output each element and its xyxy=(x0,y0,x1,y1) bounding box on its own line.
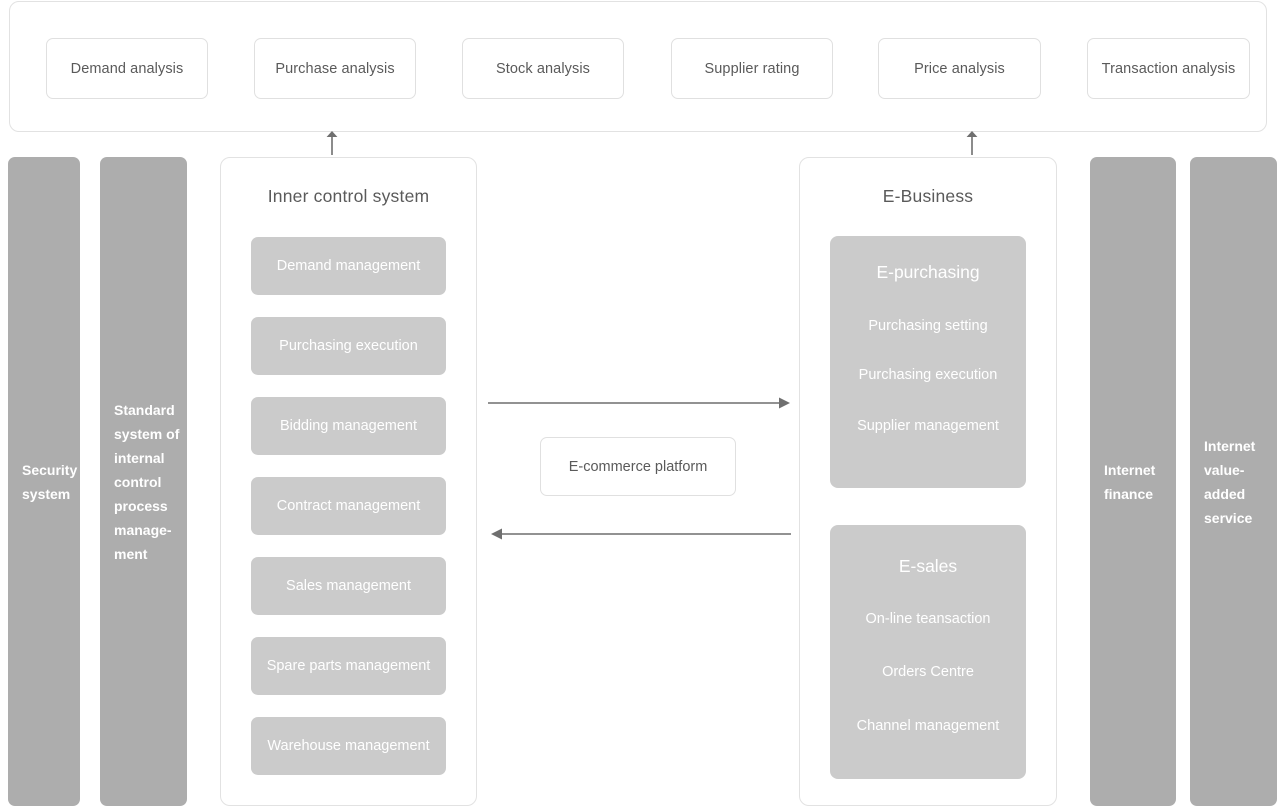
side-column-security-system[interactable]: Security system xyxy=(8,157,80,806)
chip-bidding-management[interactable]: Bidding management xyxy=(251,397,446,455)
chip-warehouse-management[interactable]: Warehouse management xyxy=(251,717,446,775)
arrow-up-ebusiness-to-analysis xyxy=(966,131,978,155)
side-column-label: Security system xyxy=(22,461,78,502)
chip-demand-management[interactable]: Demand management xyxy=(251,237,446,295)
group-item-online-transaction[interactable]: On-line teansaction xyxy=(865,611,991,627)
group-item-orders-centre[interactable]: Orders Centre xyxy=(882,664,974,680)
group-item-purchasing-execution[interactable]: Purchasing execution xyxy=(858,367,998,383)
chip-label: Demand management xyxy=(276,258,421,274)
analysis-box-purchase[interactable]: Purchase analysis xyxy=(254,38,416,99)
analysis-box-label: Purchase analysis xyxy=(275,60,395,77)
chip-label: Sales management xyxy=(286,578,411,594)
analysis-bar: Demand analysis Purchase analysis Stock … xyxy=(9,1,1267,132)
analysis-box-stock[interactable]: Stock analysis xyxy=(462,38,624,99)
chip-contract-management[interactable]: Contract management xyxy=(251,477,446,535)
side-column-standard-system[interactable]: Standard system of internal control proc… xyxy=(100,157,187,806)
group-item-channel-management[interactable]: Channel management xyxy=(856,718,1000,734)
panel-title-inner-control: Inner control system xyxy=(267,186,430,206)
chip-label: Warehouse management xyxy=(267,738,430,754)
chip-sales-management[interactable]: Sales management xyxy=(251,557,446,615)
chip-purchasing-execution[interactable]: Purchasing execution xyxy=(251,317,446,375)
analysis-box-demand[interactable]: Demand analysis xyxy=(46,38,208,99)
side-column-internet-finance[interactable]: Internet finance xyxy=(1090,157,1176,806)
arrow-left-to-inner-control xyxy=(491,528,791,540)
arrow-up-inner-control-to-analysis xyxy=(326,131,338,155)
chip-label: Purchasing execution xyxy=(279,338,418,354)
group-title-e-purchasing: E-purchasing xyxy=(876,262,980,282)
analysis-box-label: Demand analysis xyxy=(70,60,184,77)
analysis-box-label: Transaction analysis xyxy=(1101,60,1236,77)
e-commerce-platform-label: E-commerce platform xyxy=(568,458,708,475)
analysis-box-label: Stock analysis xyxy=(495,60,591,77)
arrow-right-to-ebusiness xyxy=(488,397,790,409)
side-column-label: Standard system of internal control proc… xyxy=(114,401,180,562)
side-column-label: Internet value-added service xyxy=(1204,437,1256,526)
group-title-e-sales: E-sales xyxy=(898,556,958,576)
analysis-box-price[interactable]: Price analysis xyxy=(878,38,1041,99)
group-e-purchasing[interactable]: E-purchasing Purchasing setting Purchasi… xyxy=(830,236,1026,488)
chip-label: Spare parts management xyxy=(266,658,431,674)
group-item-supplier-management[interactable]: Supplier management xyxy=(857,418,999,434)
chip-spare-parts-management[interactable]: Spare parts management xyxy=(251,637,446,695)
panel-title-ebusiness: E-Business xyxy=(882,186,974,206)
side-column-label: Internet finance xyxy=(1104,461,1156,502)
chip-label: Bidding management xyxy=(279,418,418,434)
e-commerce-platform-box[interactable]: E-commerce platform xyxy=(540,437,736,496)
analysis-box-transaction[interactable]: Transaction analysis xyxy=(1087,38,1250,99)
group-item-purchasing-setting[interactable]: Purchasing setting xyxy=(868,318,988,334)
chip-label: Contract management xyxy=(276,498,421,514)
analysis-box-label: Price analysis xyxy=(914,60,1005,77)
analysis-box-label: Supplier rating xyxy=(704,60,800,77)
group-e-sales[interactable]: E-sales On-line teansaction Orders Centr… xyxy=(830,525,1026,779)
side-column-internet-value-added-service[interactable]: Internet value-added service xyxy=(1190,157,1277,806)
analysis-box-supplier-rating[interactable]: Supplier rating xyxy=(671,38,833,99)
